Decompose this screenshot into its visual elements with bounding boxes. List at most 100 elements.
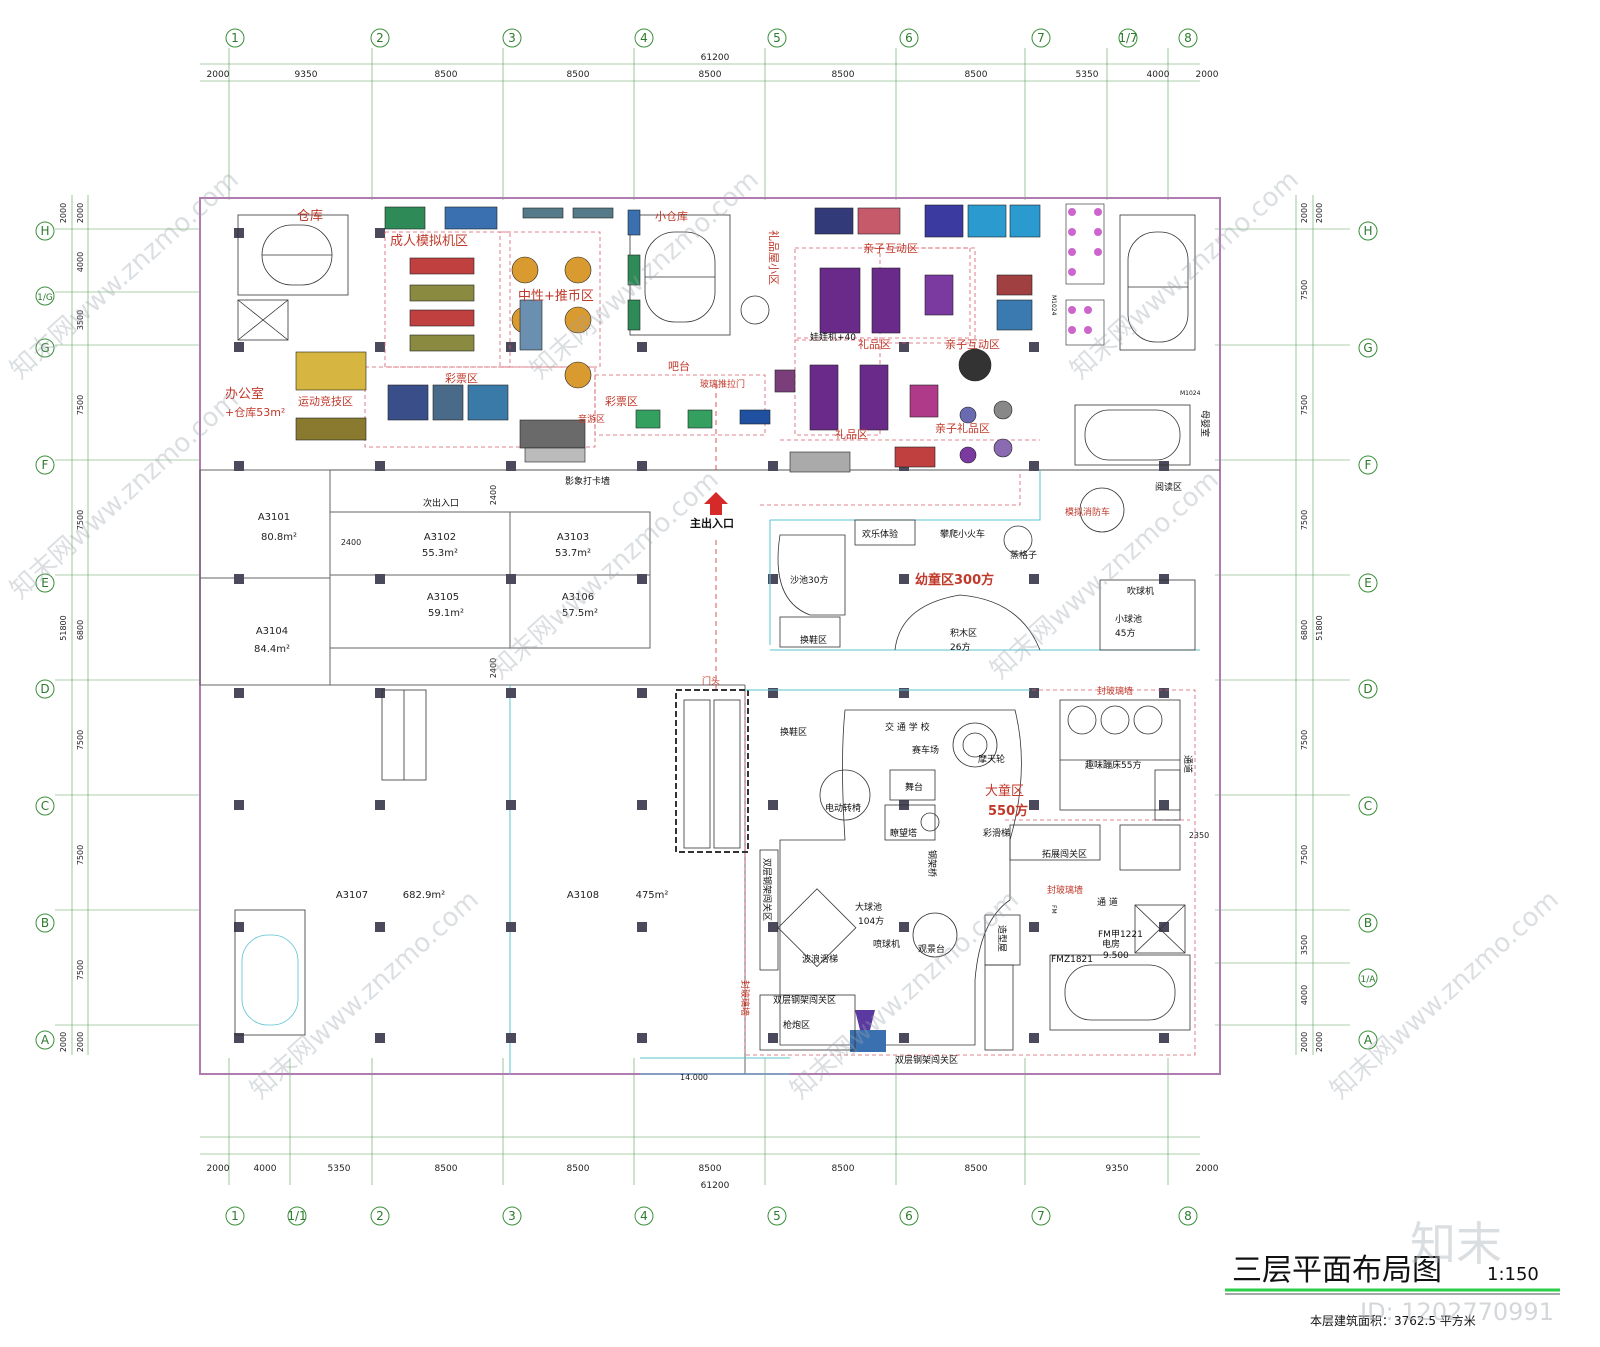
- label-blocks-size: 26方: [950, 641, 970, 653]
- label-spray: 喷球机: [873, 938, 900, 950]
- label-bar-door: 玻璃推拉门: [700, 378, 745, 390]
- axis-label: 4: [640, 1209, 648, 1223]
- dim: 4000: [1147, 70, 1170, 80]
- shop-units: A3101 80.8m² A3102 55.3m² A3103 53.7m² A…: [254, 485, 1209, 1082]
- label-fmz: FMZ1821: [1051, 955, 1093, 965]
- label-doll-machine: 娃娃机+40: [810, 331, 856, 343]
- label-seal-glass3: 封玻璃墙: [739, 980, 751, 1016]
- axis-label: F: [42, 458, 49, 472]
- drawing-title: 三层平面布局图: [1232, 1253, 1442, 1288]
- stair-core-e: [1074, 404, 1191, 466]
- dim: 9350: [295, 70, 318, 80]
- restroom-stalls: [1068, 208, 1102, 334]
- dim: 7500: [1300, 395, 1309, 415]
- dim: 2000: [59, 203, 68, 223]
- dim: 8500: [567, 70, 590, 80]
- drawing-scale: 1:150: [1487, 1264, 1539, 1285]
- axis-label: A: [41, 1033, 50, 1047]
- unit-area: 475m²: [636, 890, 669, 901]
- axis-label: 2: [376, 31, 384, 45]
- axis-label: 7: [1037, 31, 1045, 45]
- label-gun-area: 枪炮区: [783, 1019, 810, 1031]
- axis-label: H: [40, 224, 49, 238]
- label-double-steel2: 双层钢架闯关区: [773, 994, 836, 1006]
- label-big-kids-size: 550方: [988, 803, 1028, 819]
- label-mother-baby: 母婴室: [1199, 410, 1211, 437]
- label-blocks: 积木区: [950, 627, 977, 639]
- unit-area: 84.4m²: [254, 644, 290, 655]
- label-parent-interact2: 亲子互动区: [945, 337, 1000, 351]
- dim: 8500: [435, 70, 458, 80]
- label-big-ball: 大球池: [855, 901, 882, 913]
- unit-area: 682.9m²: [403, 890, 445, 901]
- dim-2400: 2400: [489, 658, 498, 678]
- label-second-entrance: 次出入口: [423, 497, 459, 509]
- dim: 4000: [76, 252, 85, 272]
- unit-area: 59.1m²: [428, 608, 464, 619]
- dimensions-left: 2000 2000 4000 3500 7500 7500 6800 7500 …: [59, 203, 85, 1052]
- unit-area: 55.3m²: [422, 548, 458, 559]
- label-modeling: 造型屋: [996, 925, 1008, 952]
- axis-bubbles-bottom: [225, 1206, 1198, 1226]
- label-train: 攀爬小火车: [940, 528, 985, 540]
- label-ferris: 摩天轮: [978, 753, 1005, 765]
- label-corridor2: 通 道: [1097, 896, 1118, 908]
- label-small-warehouse: 小仓库: [655, 209, 688, 223]
- axis-label: 6: [905, 31, 913, 45]
- dim: 2000: [207, 1164, 230, 1174]
- axis-label: 1: [231, 1209, 239, 1223]
- dimensions-bottom: 2000 4000 5350 8500 8500 8500 8500 8500 …: [207, 1164, 1219, 1191]
- dim-2400: 2400: [489, 485, 498, 505]
- dim: 2000: [59, 1032, 68, 1052]
- unit-id: A3101: [258, 512, 290, 523]
- axis-bubbles-top: [225, 28, 1198, 48]
- label-office2: +仓库53m²: [225, 405, 285, 419]
- label-fm: FM: [1050, 905, 1057, 914]
- dim: 9350: [1106, 1164, 1129, 1174]
- dim: 3500: [1300, 935, 1309, 955]
- dim-2350: 2350: [1189, 831, 1209, 840]
- label-school2: 赛车场: [912, 744, 939, 756]
- dim: 2000: [1196, 70, 1219, 80]
- label-stage: 舞台: [905, 781, 923, 793]
- axis-label: B: [41, 916, 49, 930]
- dimensions-right: 2000 2000 7500 7500 7500 6800 7500 7500 …: [1300, 203, 1324, 1052]
- label-reading: 阅读区: [1155, 481, 1182, 493]
- label-big-kids: 大童区: [985, 783, 1024, 799]
- label-bubble: 吹球机: [1127, 585, 1154, 597]
- axis-label: 1/G: [37, 293, 53, 303]
- dim: 7500: [76, 730, 85, 750]
- dim: 8500: [965, 70, 988, 80]
- label-door-head: 门头: [702, 675, 720, 687]
- axis-label: E: [41, 576, 49, 590]
- unit-id: A3102: [424, 532, 456, 543]
- dim-14000: 14.000: [680, 1073, 708, 1082]
- dim: 7500: [76, 395, 85, 415]
- structural-columns: [234, 228, 1169, 1043]
- drawing-subtitle: 本层建筑面积：3762.5 平方米: [1310, 1313, 1476, 1328]
- label-music: 音游区: [578, 413, 605, 425]
- label-sim-area: 成人模拟机区: [390, 234, 468, 249]
- label-trampoline: 趣味蹦床55方: [1085, 759, 1141, 771]
- title-block: 三层平面布局图 1:150 本层建筑面积：3762.5 平方米 知末 ID: 1…: [1225, 1217, 1560, 1328]
- axis-label: 5: [773, 31, 781, 45]
- watermark-brand: 知末: [1410, 1217, 1502, 1271]
- label-gift-small: 礼品屋小区: [767, 230, 781, 285]
- dim: 2000: [1315, 203, 1324, 223]
- dim: 5350: [1076, 70, 1099, 80]
- axis-label: B: [1364, 916, 1372, 930]
- label-toddler: 幼童区300方: [915, 572, 994, 588]
- label-expand-zone: 拓展闯关区: [1042, 848, 1087, 860]
- label-slide: 彩滑梯: [983, 827, 1010, 839]
- dim-total: 61200: [701, 53, 730, 63]
- axis-label: A: [1364, 1033, 1373, 1047]
- axis-label: E: [1364, 576, 1372, 590]
- label-warehouse: 仓库: [297, 208, 323, 224]
- dim: 2000: [76, 1032, 85, 1052]
- label-seal-glass2: 封玻璃墙: [1047, 884, 1083, 896]
- watermark-text: 知末网www.znzmo.com: [5, 165, 245, 385]
- label-carousel: 电动转椅: [825, 802, 861, 814]
- axis-bubbles-left: [35, 221, 55, 1050]
- axis-label: 1: [231, 31, 239, 45]
